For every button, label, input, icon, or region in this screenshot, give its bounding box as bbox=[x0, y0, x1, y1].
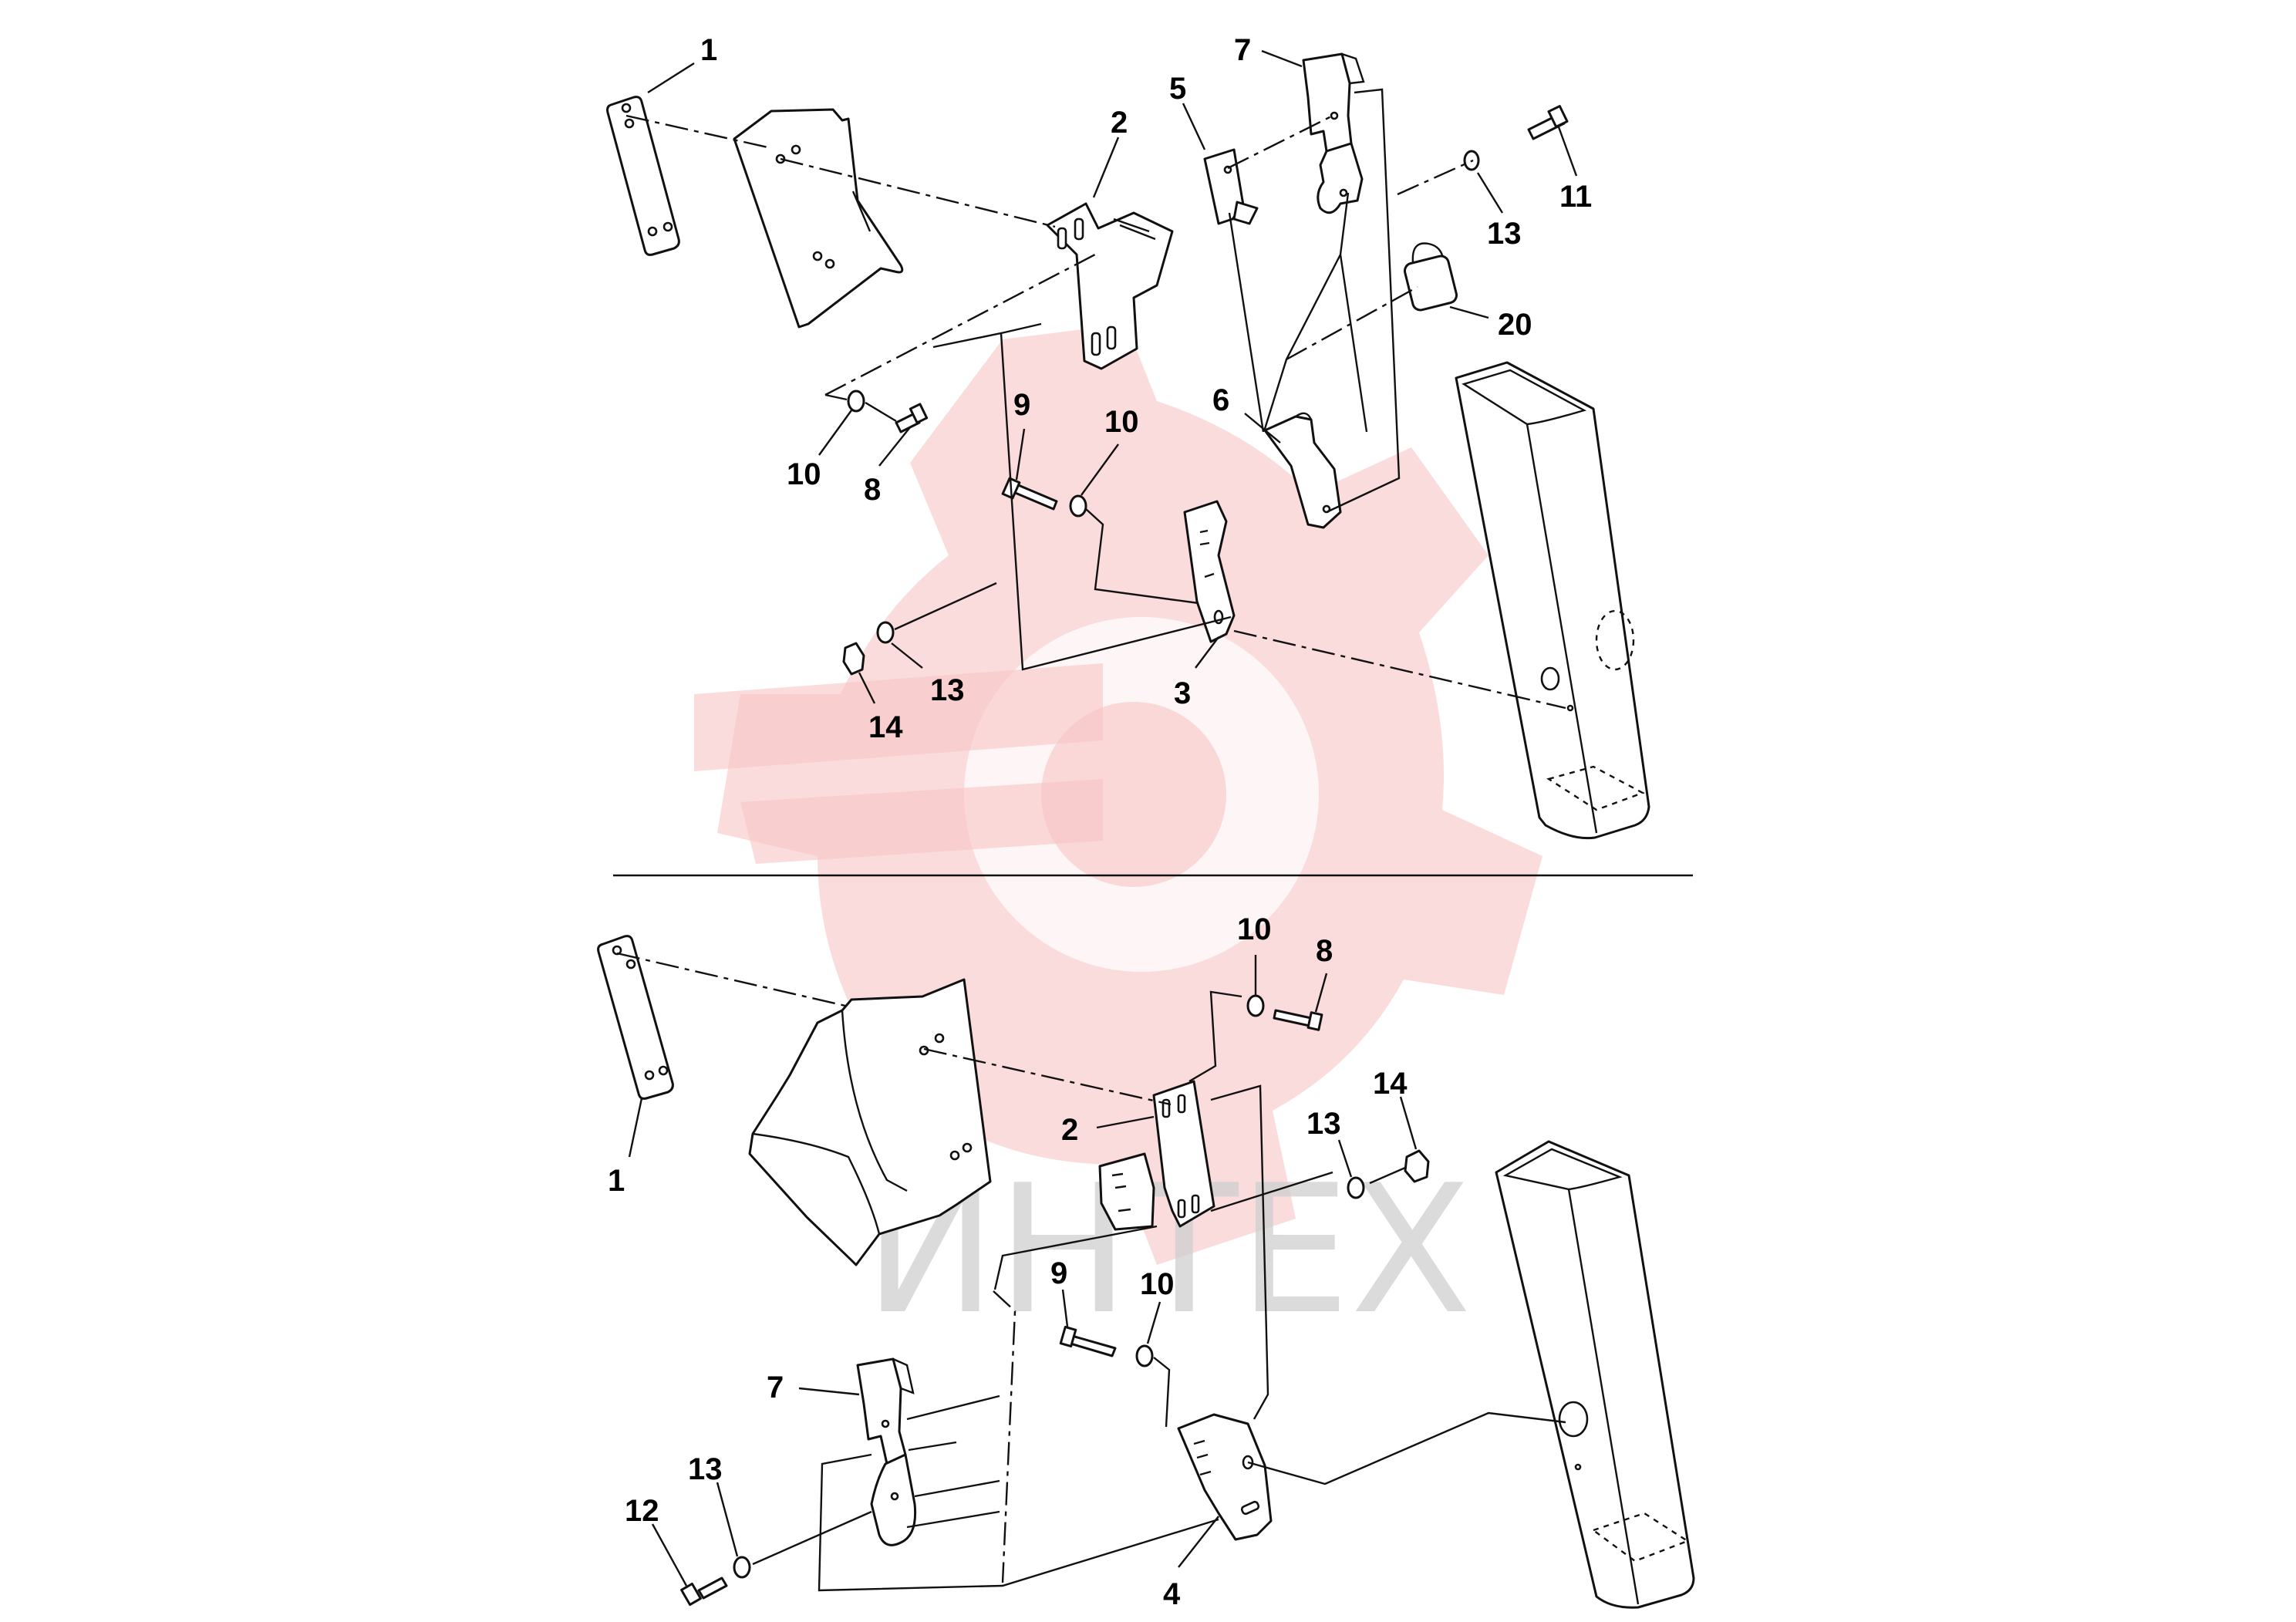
part-1-plate-lower bbox=[597, 935, 674, 1100]
part-10-washer bbox=[847, 389, 865, 413]
assembly-line bbox=[1233, 629, 1566, 710]
assembly-line bbox=[906, 1479, 1000, 1529]
assembly-line bbox=[1326, 88, 1401, 514]
part-12-bolt bbox=[680, 1576, 728, 1607]
callout-9: 9 bbox=[1013, 388, 1030, 422]
assembly-line bbox=[625, 114, 772, 150]
part-1-plate bbox=[606, 96, 680, 256]
part-8-bolt bbox=[895, 403, 929, 433]
lower-assembly bbox=[597, 935, 1695, 1609]
assembly-line bbox=[1153, 1357, 1171, 1428]
callouts-upper: 1 2 5 7 11 13 20 10 8 9 10 6 3 13 14 bbox=[647, 33, 1592, 744]
assembly-line bbox=[1263, 192, 1368, 433]
assembly-line bbox=[824, 253, 1096, 396]
callout-4: 4 bbox=[1163, 1577, 1181, 1611]
assembly-line bbox=[1210, 1084, 1269, 1420]
part-20-padlock-icon bbox=[1403, 242, 1458, 312]
square-tube-upper bbox=[1455, 361, 1650, 840]
callout-10-top: 10 bbox=[1237, 912, 1272, 946]
callout-2-lower: 2 bbox=[1061, 1113, 1078, 1147]
callout-10-left: 10 bbox=[787, 457, 821, 491]
assembly-line bbox=[1397, 159, 1474, 196]
assembly-line bbox=[923, 1047, 1172, 1106]
part-5-clip bbox=[1203, 148, 1259, 225]
callout-13-lower: 13 bbox=[1306, 1107, 1341, 1141]
assembly-line bbox=[906, 1394, 1000, 1452]
assembly-line bbox=[1228, 212, 1265, 433]
part-11-bolt bbox=[1527, 105, 1569, 140]
assembly-line bbox=[1210, 1166, 1406, 1212]
callout-10-mid: 10 bbox=[1104, 405, 1139, 439]
part-10-washer-lower bbox=[1246, 994, 1265, 1017]
part-7-latch bbox=[1302, 52, 1365, 214]
callout-13-lower-left: 13 bbox=[930, 673, 965, 707]
assembly-line bbox=[616, 952, 846, 1007]
assembly-line bbox=[993, 1225, 1158, 1290]
callout-7-lower: 7 bbox=[767, 1371, 784, 1404]
upper-assembly bbox=[606, 52, 1650, 840]
assembly-line bbox=[780, 157, 1056, 228]
part-14-nut-lower bbox=[1404, 1149, 1430, 1183]
part-10-washer-2 bbox=[1069, 494, 1087, 518]
part-6-hinge-plate bbox=[1263, 412, 1342, 529]
assembly-line bbox=[993, 1290, 1017, 1583]
assembly-line bbox=[894, 582, 997, 631]
callout-1: 1 bbox=[700, 33, 717, 67]
callout-8: 8 bbox=[864, 473, 881, 507]
callout-7: 7 bbox=[1234, 33, 1251, 67]
callout-20: 20 bbox=[1498, 308, 1532, 342]
part-2-bracket bbox=[1046, 202, 1174, 370]
callout-6: 6 bbox=[1212, 383, 1229, 417]
callout-3: 3 bbox=[1174, 676, 1191, 710]
callout-11: 11 bbox=[1559, 180, 1592, 214]
assembly-line bbox=[932, 322, 1232, 671]
callout-14: 14 bbox=[868, 710, 903, 744]
callout-12: 12 bbox=[625, 1494, 659, 1528]
assembly-line bbox=[1286, 285, 1418, 361]
callout-9-lower: 9 bbox=[1050, 1256, 1067, 1290]
assembly-line bbox=[1247, 1411, 1566, 1485]
assembly-line bbox=[752, 1510, 872, 1566]
part-13-washer-2 bbox=[876, 621, 895, 644]
part-10-washer-lower-2 bbox=[1135, 1344, 1154, 1367]
callout-13: 13 bbox=[1487, 217, 1522, 251]
callout-10-lower: 10 bbox=[1140, 1267, 1175, 1301]
part-7-latch-lower bbox=[856, 1357, 917, 1546]
part-8-bolt-lower bbox=[1273, 1009, 1323, 1031]
assembly-line bbox=[818, 1453, 1219, 1592]
callout-1-lower: 1 bbox=[608, 1164, 625, 1198]
assembly-line bbox=[1227, 114, 1333, 170]
callouts-lower: 10 8 1 2 14 13 9 10 7 13 12 4 bbox=[608, 912, 1418, 1611]
callout-5: 5 bbox=[1169, 72, 1186, 106]
part-4-bracket bbox=[1177, 1413, 1273, 1541]
callout-14-lower: 14 bbox=[1373, 1067, 1408, 1101]
callout-13-left: 13 bbox=[688, 1452, 723, 1486]
callout-8-lower: 8 bbox=[1316, 934, 1333, 968]
assembly-line bbox=[1085, 508, 1199, 605]
part-14-nut bbox=[842, 642, 865, 676]
part-9-bolt-lower bbox=[1059, 1325, 1117, 1357]
assembly-line bbox=[1188, 990, 1242, 1083]
part-13-washer-lower bbox=[1347, 1176, 1365, 1199]
mounting-plate bbox=[733, 108, 904, 329]
part-13-washer-lower-2 bbox=[733, 1556, 751, 1579]
callout-2: 2 bbox=[1111, 106, 1128, 140]
square-tube-lower bbox=[1495, 1140, 1695, 1609]
assembly-line bbox=[824, 393, 897, 423]
